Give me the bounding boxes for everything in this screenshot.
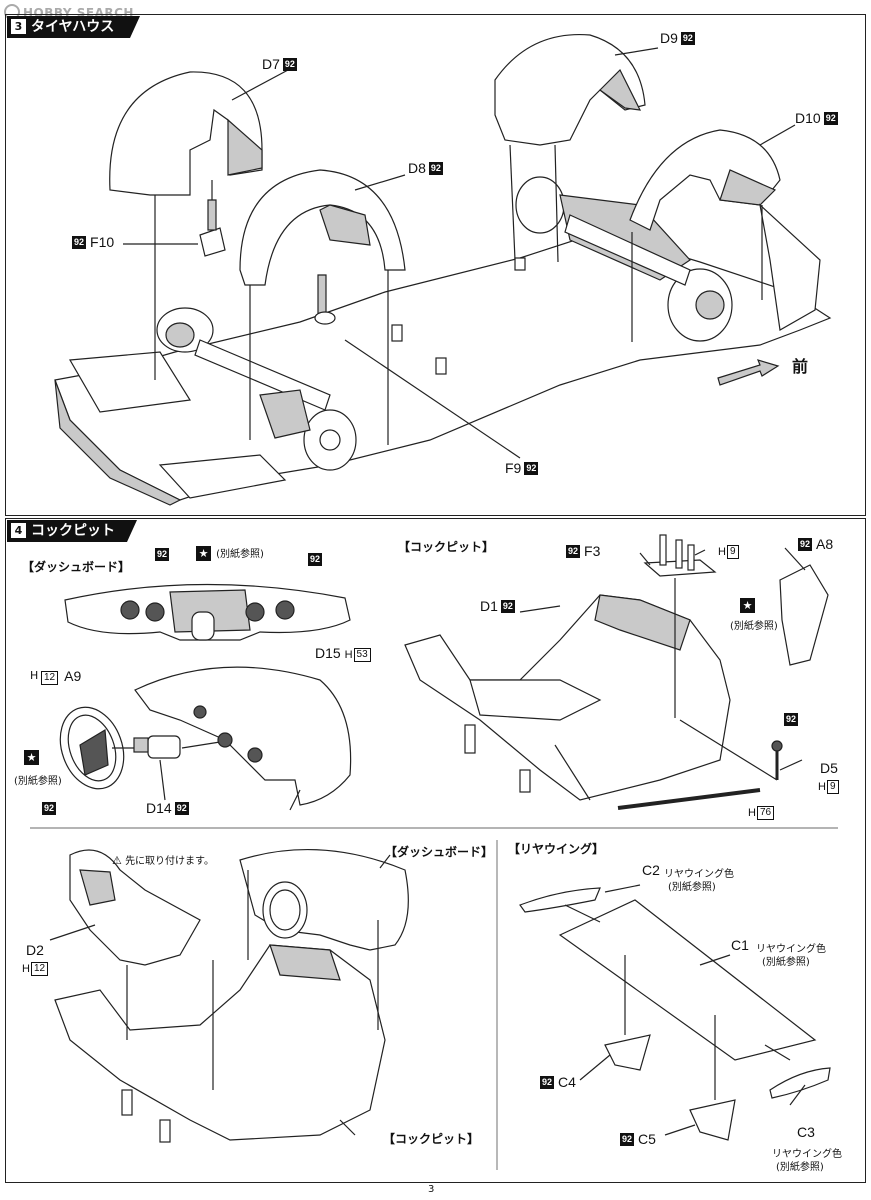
section-4-header: 4 コックピット	[7, 520, 137, 542]
wing-color-c3: リヤウイング色	[772, 1149, 842, 1160]
star-note-a8-text: (別紙参照)	[730, 621, 778, 632]
wing-note-c2: (別紙参照)	[668, 882, 716, 893]
label-c2: C2	[642, 862, 660, 878]
section-4-frame	[5, 518, 866, 1183]
paint-code-dash-left: 92	[155, 548, 170, 561]
wing-color-c1: リヤウイング色	[756, 944, 826, 955]
caution-note: ⚠ 先に取り付けます。	[112, 854, 215, 867]
star-note-dashboard: ★ (別紙参照)	[196, 542, 264, 561]
subheading-dashboard-2: 【ダッシュボード】	[385, 845, 494, 859]
section-3-diagram	[54, 33, 832, 506]
section-title: タイヤハウス	[31, 19, 115, 35]
section-number: 4	[11, 523, 26, 538]
label-d2: D2	[26, 942, 44, 958]
paint-code-d5: 92	[784, 713, 799, 726]
star-icon: ★	[196, 546, 211, 561]
subheading-rearwing: 【リヤウイング】	[508, 842, 605, 856]
page-number: 3	[428, 1184, 435, 1195]
wing-note-c3: (別紙参照)	[776, 1162, 824, 1173]
star-note-a8: ★	[740, 594, 755, 613]
section-title: コックピット	[31, 523, 115, 539]
label-d5: D5	[820, 760, 838, 776]
star-icon: ★	[24, 750, 39, 765]
wing-note-c1: (別紙参照)	[762, 957, 810, 968]
label-c3: C3	[797, 1124, 815, 1140]
paint-code-dash-right: 92	[308, 553, 323, 566]
paint-code-wheel: 92	[42, 802, 57, 815]
h-prefix-a9: H	[30, 669, 39, 682]
section-3-frame	[5, 14, 866, 516]
subheading-cockpit: 【コックピット】	[398, 540, 495, 554]
subheading-cockpit-2: 【コックピット】	[383, 1132, 480, 1146]
warning-icon: ⚠	[112, 854, 122, 867]
section-3-header: 3 タイヤハウス	[7, 16, 140, 38]
section-number: 3	[11, 19, 26, 34]
wing-color-c2: リヤウイング色	[664, 869, 734, 880]
subheading-dashboard: 【ダッシュボード】	[22, 560, 131, 574]
label-c1: C1	[731, 937, 749, 953]
star-icon: ★	[740, 598, 755, 613]
label-front: 前	[792, 359, 809, 376]
star-note-wheel: ★	[24, 746, 39, 765]
star-note-wheel-text: (別紙参照)	[14, 776, 62, 787]
